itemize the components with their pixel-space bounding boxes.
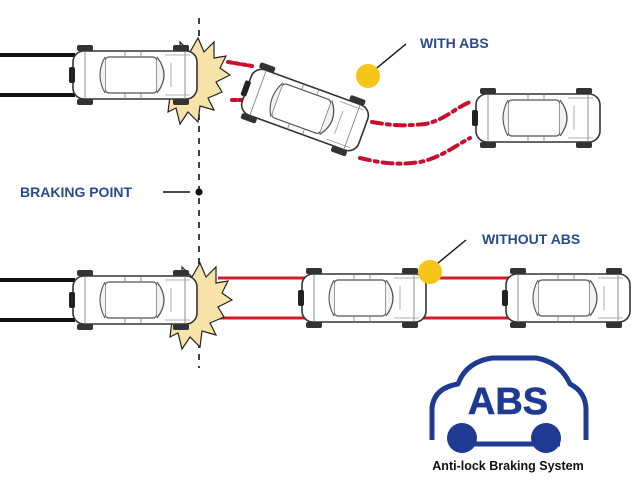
car-top-view-icon <box>297 267 427 329</box>
car-top-view-icon <box>231 58 375 161</box>
tire-tracks-top-left <box>0 53 75 97</box>
car-top-view-icon <box>501 267 631 329</box>
car-top-view-icon <box>471 87 601 149</box>
abs-logo-caption: Anti-lock Braking System <box>432 459 583 473</box>
yellow-dot-marker-icon <box>418 260 442 284</box>
abs-car-logo-icon: ABS Anti-lock Braking System <box>429 355 589 473</box>
car-top-view-icon <box>68 44 198 106</box>
skid-marks-with-abs <box>226 60 472 166</box>
with-abs-leader <box>371 43 407 73</box>
abs-logo-text: ABS <box>468 381 548 423</box>
tire-tracks-bottom-left <box>0 278 75 322</box>
without-abs-label: WITHOUT ABS <box>482 231 580 247</box>
braking-point-label: BRAKING POINT <box>20 184 132 200</box>
yellow-dot-marker-icon <box>356 64 380 88</box>
braking-point-marker <box>195 188 203 196</box>
with-abs-label: WITH ABS <box>420 35 489 51</box>
car-top-view-icon <box>68 269 198 331</box>
